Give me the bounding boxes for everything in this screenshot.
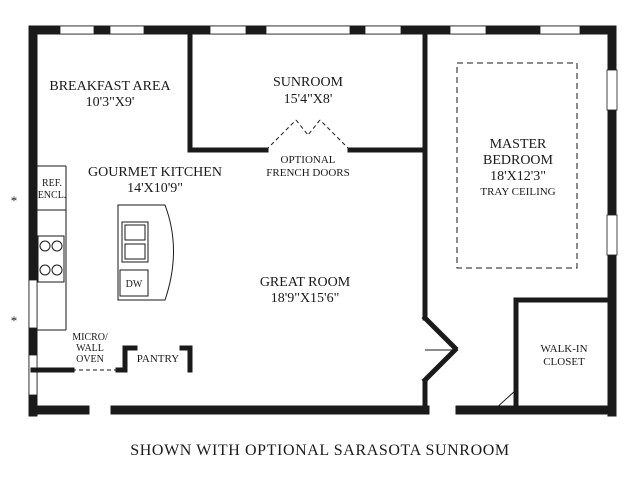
optional-doors-label-1: OPTIONAL [281,154,336,166]
sunroom-size: 15'4"X8' [284,92,333,107]
ref-enclosure-label-1: REF. [42,178,62,189]
great-room-label: GREAT ROOM [260,275,351,290]
dishwasher [119,269,149,297]
pantry-label: PANTRY [137,353,179,365]
master-bedroom-size: 18'X12'3" [490,169,546,184]
marker-asterisk-1: * [11,193,18,208]
windows [28,25,618,396]
breakfast-area-label: BREAKFAST AREA [49,79,171,94]
island-sink [121,221,149,263]
cooktop [37,235,65,283]
interior-walls [30,27,615,413]
dishwasher-label: DW [126,279,143,290]
ref-enclosure-label-2: ENCL. [38,190,67,201]
great-room-size: 18'9"X15'6" [271,291,340,306]
gourmet-kitchen-label: GOURMET KITCHEN [88,165,222,180]
micro-oven-label-2: WALL [76,343,104,354]
micro-oven-label-3: OVEN [76,354,104,365]
kitchen-counter [37,165,67,331]
micro-oven-label-1: MICRO/ [72,332,108,343]
breakfast-area-size: 10'3"X9' [86,95,135,110]
tray-ceiling-outline [456,62,578,269]
walk-in-closet-label-2: CLOSET [543,356,585,368]
marker-asterisk-2: * [11,313,18,328]
walk-in-closet-label-1: WALK-IN [540,343,587,355]
master-bedroom-label-1: MASTER [490,137,547,152]
kitchen-island [117,204,174,301]
sunroom-label: SUNROOM [273,75,344,90]
master-bedroom-label-2: BEDROOM [483,153,554,168]
plan-caption: SHOWN WITH OPTIONAL SARASOTA SUNROOM [130,442,510,459]
tray-ceiling-label: TRAY CEILING [480,186,555,198]
optional-french-doors [72,119,351,371]
door-swings [425,349,517,411]
gourmet-kitchen-size: 14'X10'9" [127,181,183,196]
optional-doors-label-2: FRENCH DOORS [266,167,349,179]
